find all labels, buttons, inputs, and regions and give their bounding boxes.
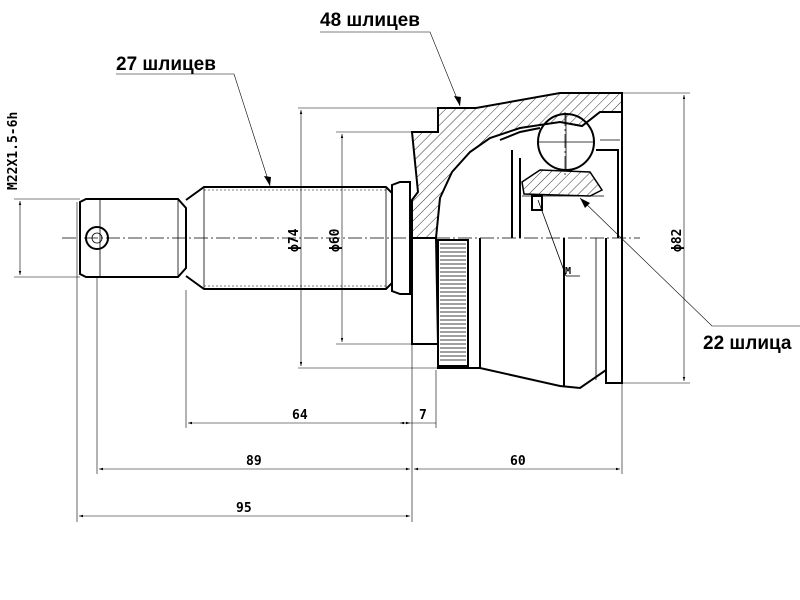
diameter-82-label: ϕ82 xyxy=(670,229,685,252)
diameter-dims xyxy=(18,95,686,381)
diameter-74-label: ϕ74 xyxy=(287,228,302,252)
length-64-label: 64 xyxy=(292,408,308,423)
ball-cage xyxy=(499,113,620,277)
length-60-label: 60 xyxy=(510,454,526,469)
marker-m-label: M xyxy=(565,266,571,277)
callout-48-splines: 48 шлицев xyxy=(320,10,420,31)
length-7-label: 7 xyxy=(419,408,427,423)
length-95-label: 95 xyxy=(236,501,252,516)
callout-leaders xyxy=(116,31,800,327)
callout-22-splines: 22 шлица xyxy=(703,333,792,354)
outer-housing xyxy=(410,92,623,390)
callout-27-splines: 27 шлицев xyxy=(116,54,216,75)
tone-ring-outline xyxy=(437,239,469,367)
diameter-60-label: ϕ60 xyxy=(328,228,343,252)
abs-tone-ring xyxy=(437,239,469,367)
thread-spec-label: M22X1.5-6h xyxy=(6,112,21,190)
shaft-collar xyxy=(391,181,411,295)
length-89-label: 89 xyxy=(246,454,262,469)
extension-lines xyxy=(14,92,690,522)
threaded-stub xyxy=(79,198,187,278)
length-dims xyxy=(79,421,620,518)
cotter-pin-hole xyxy=(85,226,109,250)
